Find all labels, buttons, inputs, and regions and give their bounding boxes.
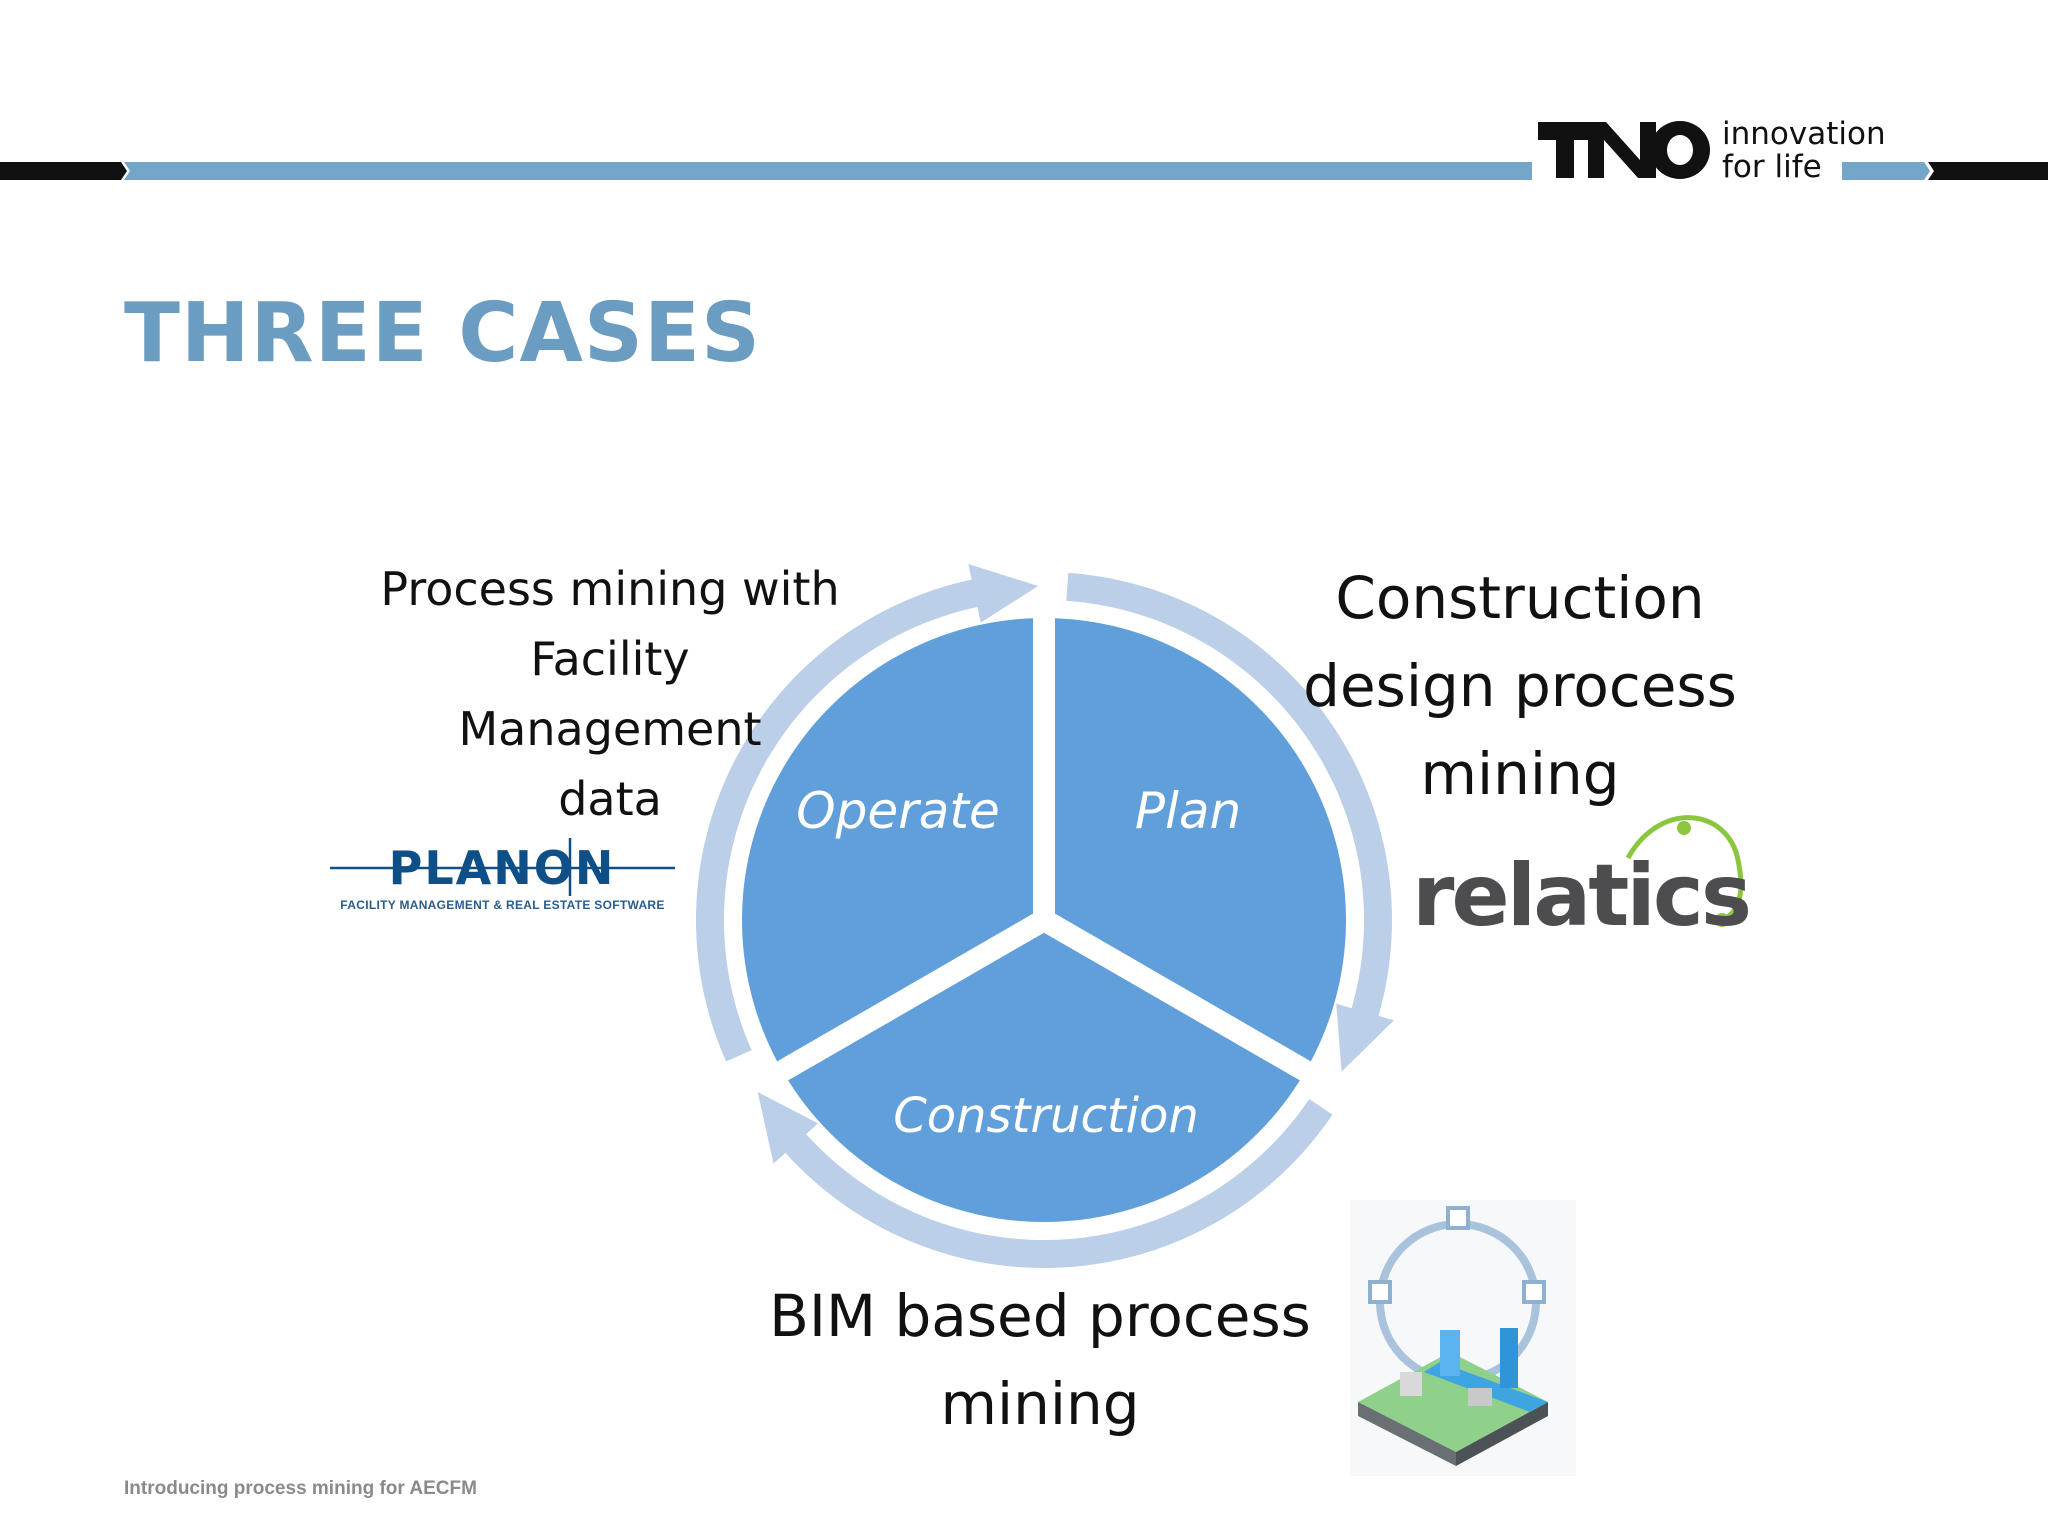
band-right-black bbox=[1928, 162, 2048, 180]
tagline-line-1: innovation bbox=[1722, 116, 1886, 152]
band-left-black bbox=[0, 162, 127, 180]
case-facility-text: Process mining with Facility Management … bbox=[360, 554, 860, 834]
relatics-logo: relatics bbox=[1412, 846, 1752, 946]
case-design-text: Construction design process mining bbox=[1280, 554, 1760, 818]
case-facility-line-2: Facility bbox=[530, 632, 690, 686]
cycle-segments bbox=[742, 618, 1346, 1222]
planon-logo: PLANON FACILITY MANAGEMENT & REAL ESTATE… bbox=[330, 838, 675, 918]
cycle-arrow-3 bbox=[696, 563, 1039, 1062]
tno-logo bbox=[1538, 121, 1710, 179]
bim-illustration bbox=[1350, 1200, 1576, 1476]
cycle-segment-construction bbox=[788, 932, 1300, 1222]
tagline-line-2: for life bbox=[1722, 149, 1822, 185]
cycle-arrow-2 bbox=[757, 1092, 1333, 1268]
case-bim-line-1: BIM based process bbox=[769, 1282, 1311, 1350]
band-blue-right bbox=[1842, 162, 1930, 180]
planon-wordmark: PLANON bbox=[388, 841, 616, 895]
footer-text: Introducing process mining for AECFM bbox=[124, 1478, 477, 1499]
case-bim-line-2: mining bbox=[940, 1370, 1140, 1438]
case-design-line-3: mining bbox=[1420, 740, 1620, 808]
cycle-label-construction: Construction bbox=[893, 1088, 1199, 1144]
case-bim-text: BIM based process mining bbox=[740, 1272, 1340, 1448]
tno-tagline: innovation for life bbox=[1722, 118, 1886, 184]
cycle-segment-plan bbox=[1055, 618, 1346, 1062]
slide-title: THREE CASES bbox=[124, 286, 762, 381]
cycle-segment-operate bbox=[742, 618, 1033, 1062]
case-facility-line-3: Management bbox=[458, 702, 762, 756]
cycle-arrow-1 bbox=[1066, 572, 1394, 1072]
case-design-line-2: design process bbox=[1303, 652, 1737, 720]
planon-crosshair-icon bbox=[330, 838, 675, 896]
band-blue bbox=[124, 162, 1532, 180]
case-facility-line-4: data bbox=[558, 772, 662, 826]
planon-tagline: FACILITY MANAGEMENT & REAL ESTATE SOFTWA… bbox=[340, 898, 665, 912]
case-facility-line-1: Process mining with bbox=[380, 562, 840, 616]
cycle-label-plan: Plan bbox=[1135, 782, 1241, 840]
case-design-line-1: Construction bbox=[1335, 564, 1705, 632]
cycle-label-operate: Operate bbox=[796, 782, 999, 840]
cycle-ring bbox=[696, 563, 1394, 1268]
